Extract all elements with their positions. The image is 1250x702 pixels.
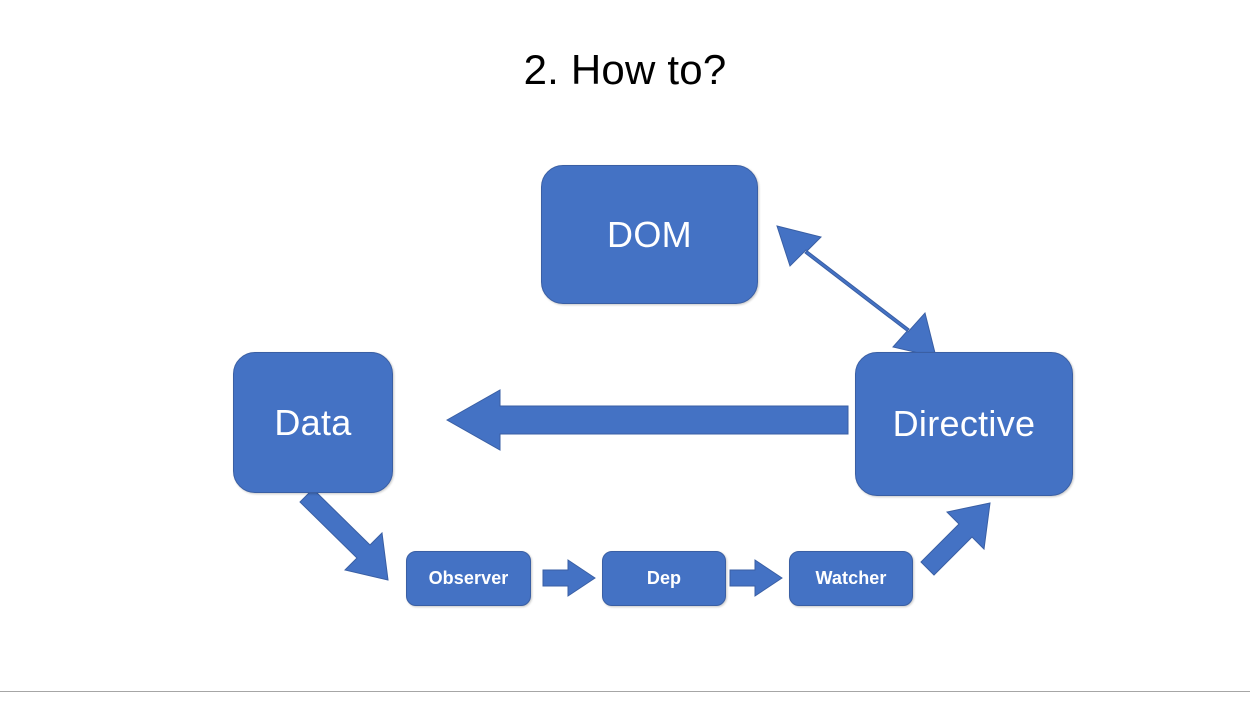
bottom-divider [0, 691, 1250, 692]
node-data[interactable]: Data [233, 352, 393, 493]
node-dom[interactable]: DOM [541, 165, 758, 304]
node-dom-label: DOM [607, 213, 692, 255]
node-directive-label: Directive [892, 403, 1036, 444]
node-watcher-label: Watcher [815, 568, 887, 588]
node-dep[interactable]: Dep [602, 551, 726, 606]
node-observer[interactable]: Observer [406, 551, 531, 606]
node-watcher[interactable]: Watcher [789, 551, 913, 606]
page-title: 2. How to? [523, 46, 727, 93]
node-observer-label: Observer [428, 568, 509, 588]
node-directive[interactable]: Directive [855, 352, 1073, 496]
node-data-label: Data [274, 401, 352, 443]
node-dep-label: Dep [646, 568, 682, 588]
